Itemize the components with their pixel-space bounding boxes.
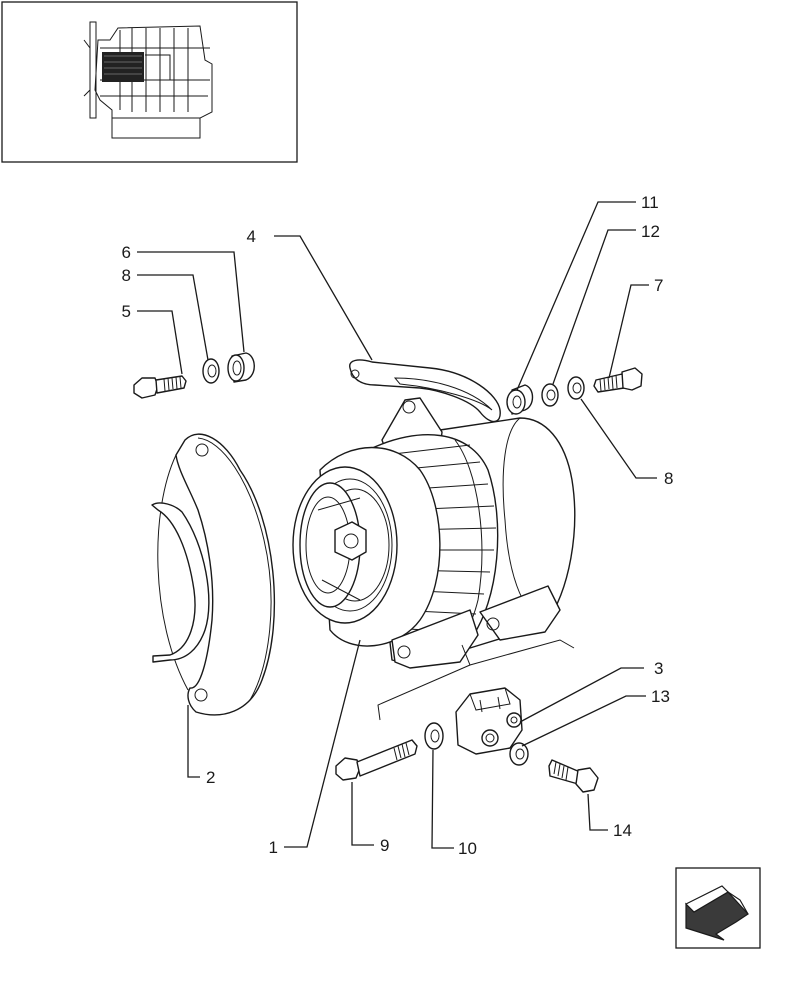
callout-10: 10 [458,839,477,858]
callout-7: 7 [654,276,663,295]
callout-12: 12 [641,222,660,241]
bolt-9 [335,739,418,781]
bolt-14 [548,759,599,793]
callout-2: 2 [206,768,215,787]
back-navigation-button[interactable] [675,867,761,949]
callout-4: 4 [247,227,256,246]
callout-8-right: 8 [664,469,673,488]
engine-thumbnail-icon [83,21,213,139]
washer-10 [424,722,444,750]
callout-14: 14 [613,821,632,840]
callout-6: 6 [122,243,131,262]
back-arrow-icon [684,885,749,941]
callouts: 4 6 8 5 11 12 7 8 3 13 2 1 9 10 14 [122,193,674,858]
callout-8-left: 8 [122,266,131,285]
spacer-6 [227,352,255,383]
callout-13: 13 [651,687,670,706]
washer-8-left [202,358,220,384]
washer-8-right [567,376,585,400]
engine-thumbnail[interactable] [1,1,298,163]
alternator [292,397,576,721]
washer-13 [509,742,529,766]
adjusting-bracket [349,359,501,423]
callout-3: 3 [654,659,663,678]
pulley-cover [151,433,276,716]
terminal-block-3 [455,687,523,755]
bolt-7 [593,367,643,393]
spacer-11 [506,384,534,415]
callout-11: 11 [641,193,659,212]
callout-1: 1 [269,838,278,857]
leader-lines [137,201,657,849]
callout-5: 5 [122,302,131,321]
bolt-5 [133,375,187,399]
washer-12 [541,383,559,407]
callout-9: 9 [380,836,389,855]
